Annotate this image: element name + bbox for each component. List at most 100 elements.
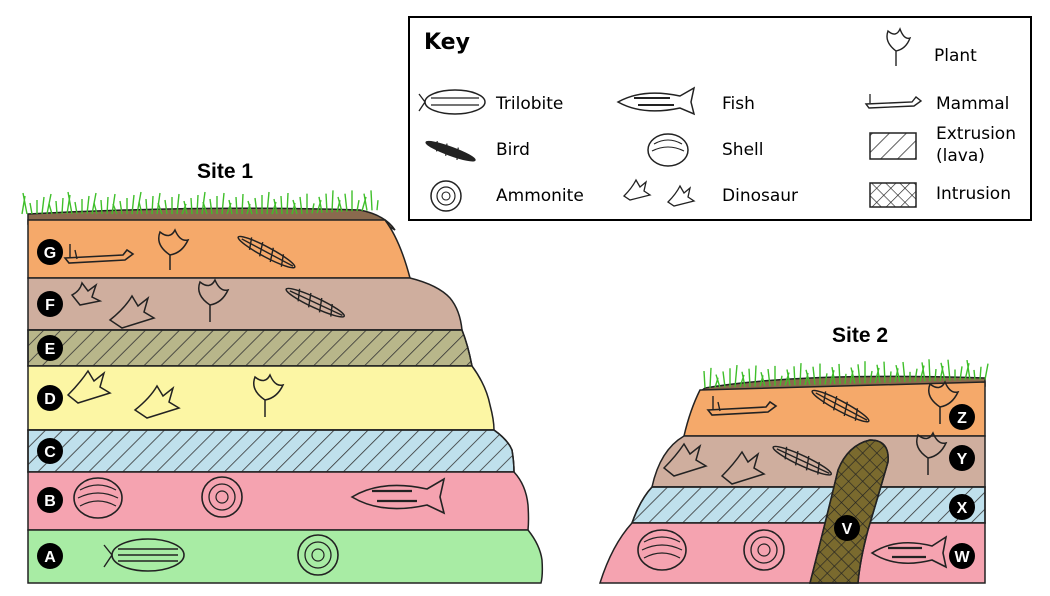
fish-icon xyxy=(870,535,948,569)
layer-letter-b: B xyxy=(44,493,56,510)
grass-blade xyxy=(209,198,213,215)
ammonite-icon xyxy=(743,529,785,571)
grass-blade xyxy=(221,192,225,215)
intrusion-swatch xyxy=(869,182,917,208)
grass-blade xyxy=(812,366,816,385)
grass-blade xyxy=(363,193,368,211)
key-label-intrusion: Intrusion xyxy=(936,184,1011,204)
grass-blade xyxy=(190,197,193,215)
plant-icon xyxy=(198,278,230,322)
bird-icon xyxy=(285,287,346,318)
dinosaur-icon xyxy=(720,450,766,485)
dinosaur-icon xyxy=(622,178,652,201)
plant-icon xyxy=(886,27,912,66)
site1-letters: G F E D C B A xyxy=(37,239,63,569)
grass-blade xyxy=(966,359,971,381)
grass-blade xyxy=(734,365,738,388)
grass-blade xyxy=(337,196,343,213)
site1-layer-f xyxy=(27,277,463,331)
grass-blade xyxy=(74,201,78,215)
grass-blade xyxy=(973,369,976,380)
plant-icon xyxy=(158,228,190,270)
grass-blade xyxy=(914,368,918,382)
grass-blade xyxy=(824,373,828,385)
grass-blade xyxy=(979,366,982,380)
layer-letter-e: E xyxy=(45,341,56,358)
site1-layer-d xyxy=(27,365,495,431)
layer-letter-g: G xyxy=(44,245,56,262)
site1-layer-c-hatch xyxy=(27,429,515,473)
grass-blade xyxy=(356,200,360,212)
grass-blade xyxy=(286,192,289,215)
bird-icon xyxy=(237,235,296,269)
key-box: Key xyxy=(408,16,1032,221)
grass-blade xyxy=(299,196,303,214)
grass-blade xyxy=(41,196,45,215)
grass-blade xyxy=(844,373,847,384)
grass-blade xyxy=(145,198,148,215)
site2-grass xyxy=(703,359,989,389)
bird-icon xyxy=(772,445,833,476)
grass-blade xyxy=(779,375,783,386)
grass-blade xyxy=(112,203,118,215)
key-label-extrusion: Extrusion xyxy=(936,124,1016,144)
grass-blade xyxy=(889,371,892,383)
dinosaur-icon xyxy=(133,384,181,419)
grass-blade xyxy=(799,363,802,386)
bird-icon xyxy=(425,140,476,162)
grass-blade xyxy=(202,201,208,215)
grass-blade xyxy=(325,193,328,213)
plant-icon xyxy=(916,431,948,475)
grass-blade xyxy=(48,203,53,215)
bird-icon xyxy=(811,389,870,423)
extrusion-swatch xyxy=(869,132,917,160)
plant-icon xyxy=(928,380,960,424)
grass-blade xyxy=(895,364,901,383)
key-label-mammal: Mammal xyxy=(936,94,1010,114)
site1-layer-e-hatch xyxy=(27,329,473,367)
key-icons xyxy=(418,27,923,212)
layer-letter-x: X xyxy=(957,500,968,517)
plant-icon xyxy=(253,373,285,417)
site2-strata xyxy=(598,359,989,584)
grass-blade xyxy=(831,366,836,385)
site2-letters: Z Y X W V xyxy=(834,404,975,569)
grass-blade xyxy=(176,193,180,215)
grass-blade xyxy=(273,198,278,215)
grass-blade xyxy=(311,203,315,214)
grass-blade xyxy=(850,367,856,384)
fish-icon xyxy=(616,86,696,116)
site1-layer-b xyxy=(27,471,530,531)
grass-blade xyxy=(959,366,963,381)
layer-letter-y: Y xyxy=(957,451,968,468)
ammonite-icon xyxy=(430,180,462,212)
grass-blade xyxy=(241,193,244,215)
grass-blade xyxy=(67,191,73,215)
ammonite-icon xyxy=(201,476,243,518)
site2-layer-x-hatch xyxy=(630,486,986,524)
site1-title: Site 1 xyxy=(197,160,253,183)
grass-blade xyxy=(857,364,861,384)
grass-blade xyxy=(883,361,886,383)
grass-blade xyxy=(947,359,951,381)
intrusion-letter-v: V xyxy=(842,521,853,538)
layer-letter-w: W xyxy=(954,549,970,566)
mammal-icon xyxy=(864,94,923,109)
grass-blade xyxy=(748,368,751,387)
grass-blade xyxy=(29,202,33,215)
dinosaur-icon xyxy=(666,184,696,207)
key-label-shell: Shell xyxy=(722,140,764,160)
grass-blade xyxy=(876,364,881,383)
grass-blade xyxy=(838,363,841,384)
grass-blade xyxy=(805,369,811,386)
grass-blade xyxy=(741,371,746,387)
key-label-bird: Bird xyxy=(496,140,530,160)
site1-strata xyxy=(21,190,544,584)
key-title: Key xyxy=(424,30,470,55)
grass-blade xyxy=(793,366,796,386)
grass-blade xyxy=(370,190,373,211)
grass-blade xyxy=(934,369,937,382)
mammal-icon xyxy=(63,244,135,264)
grass-blade xyxy=(106,196,109,215)
